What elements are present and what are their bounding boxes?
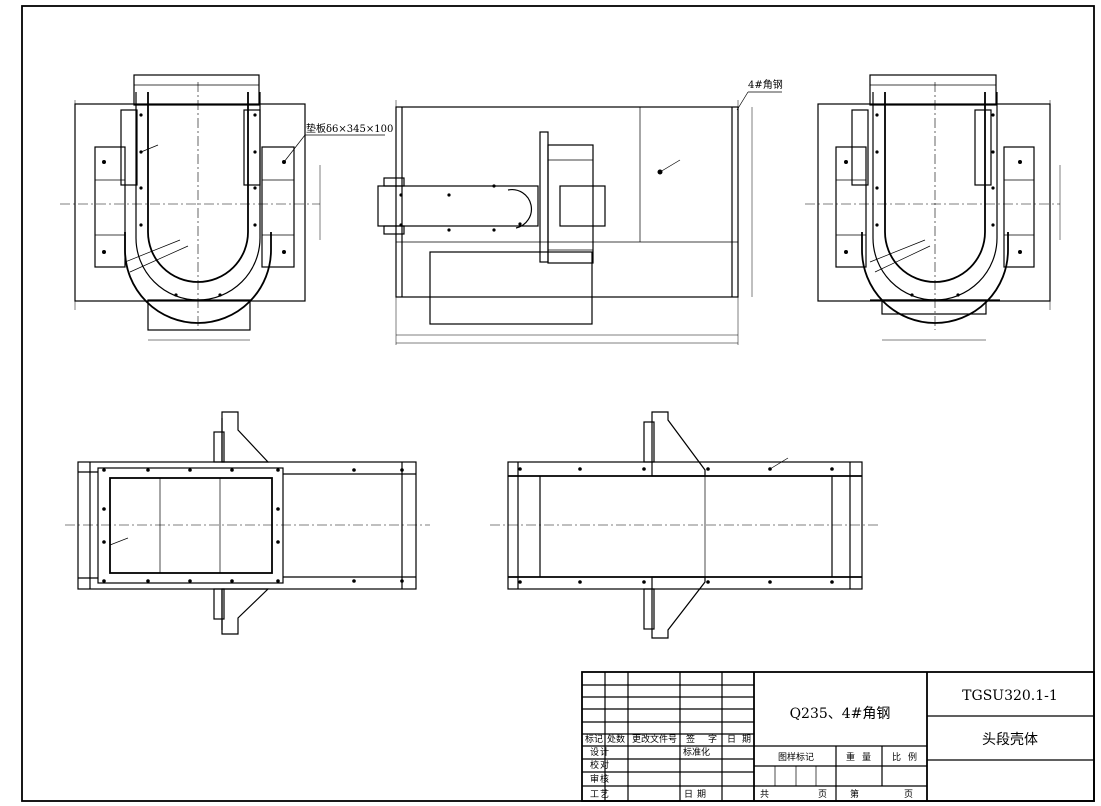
left-plan-view	[65, 411, 430, 635]
part-name: 头段壳体	[982, 731, 1038, 748]
weight-label-2: 量	[862, 752, 871, 763]
left-end-view	[60, 74, 321, 341]
role-process-1: 工	[590, 790, 599, 800]
sheet-label: 第	[850, 788, 859, 800]
role-review-1: 审	[590, 773, 599, 785]
front-view	[377, 91, 782, 345]
right-end-view	[805, 74, 1061, 341]
drawing-number: TGSU320.1-1	[962, 688, 1058, 704]
rev-header-mark: 标记	[585, 733, 603, 745]
page-label-2: 页	[904, 789, 913, 800]
standardization-label: 标准化	[683, 746, 710, 758]
date-label-2: 期	[697, 789, 706, 800]
role-design-1: 设	[590, 747, 599, 758]
material-spec: Q235、4#角钢	[790, 706, 891, 722]
role-design-2: 计	[600, 746, 609, 758]
pad-plate-label: 垫板δ6×345×100	[306, 122, 393, 135]
rev-header-docno: 更改文件号	[632, 733, 677, 745]
pattern-mark-label: 图样标记	[778, 751, 814, 763]
date-label-1: 日	[684, 789, 693, 800]
scale-label-2: 例	[908, 751, 917, 763]
rev-header-date1: 日	[727, 734, 736, 745]
total-label: 共	[760, 789, 769, 800]
rev-header-count: 处数	[607, 733, 625, 745]
role-check-1: 校	[590, 759, 599, 771]
scale-label-1: 比	[892, 751, 901, 763]
page-label: 页	[818, 789, 827, 800]
rev-header-sign2: 字	[708, 733, 717, 745]
role-check-2: 对	[600, 759, 609, 771]
angle-steel-label: 4#角钢	[748, 78, 783, 91]
drawing-border	[21, 5, 1095, 802]
role-review-2: 核	[600, 773, 609, 785]
right-plan-view	[490, 411, 880, 639]
weight-label-1: 重	[846, 751, 855, 763]
title-block: Q235、4#角钢 TGSU320.1-1 头段壳体 标记 处数 更改文件号 签…	[581, 671, 1095, 802]
rev-header-sign1: 签	[686, 733, 695, 745]
role-process-2: 艺	[600, 789, 609, 800]
rev-header-date2: 期	[742, 734, 751, 745]
